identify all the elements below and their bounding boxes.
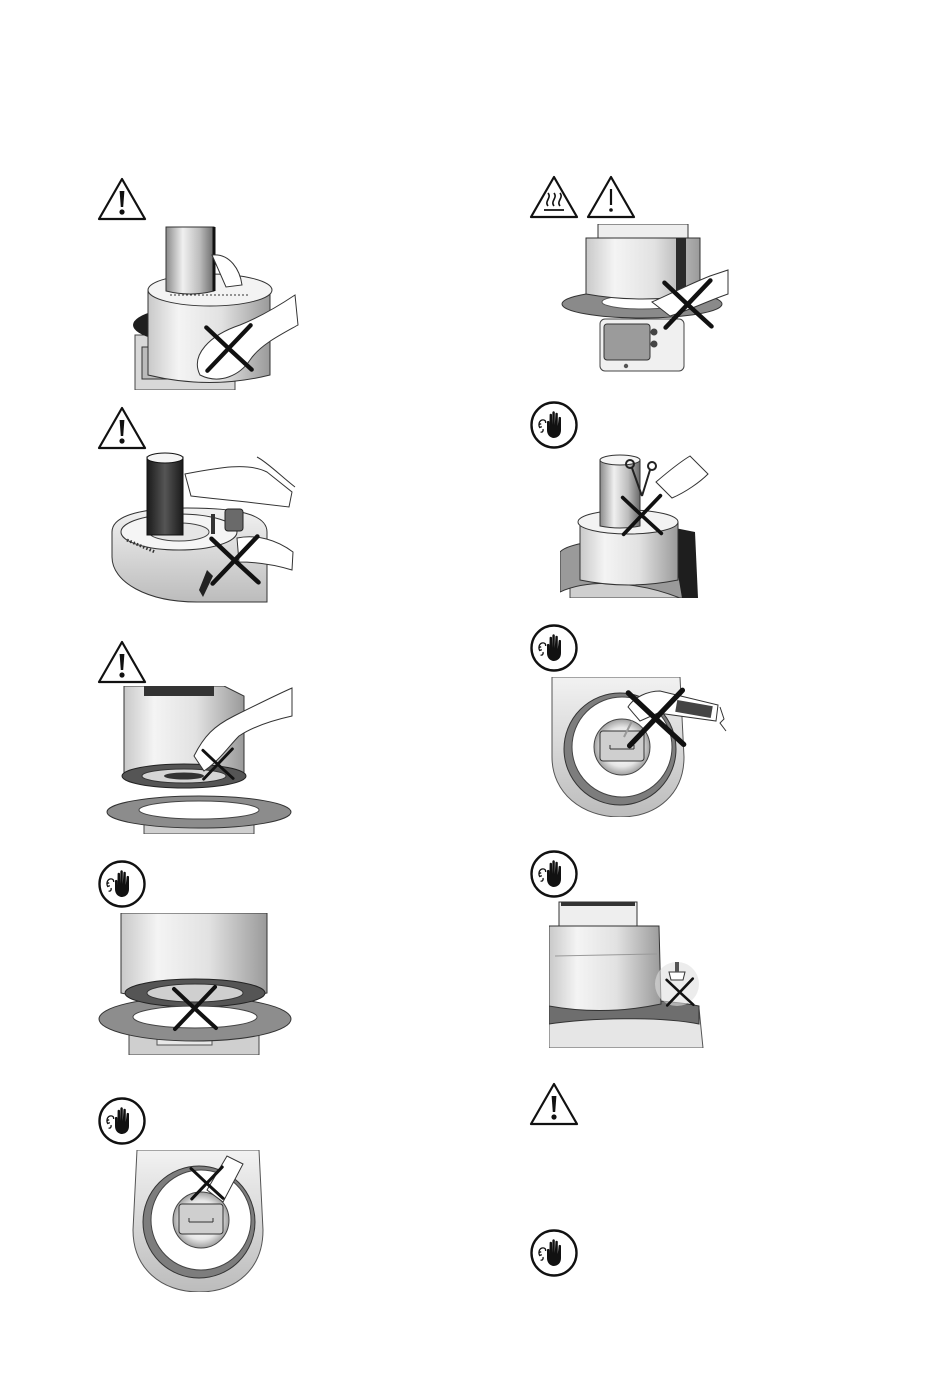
illustration-hand-on-hot-plate	[560, 224, 730, 372]
stop-hand-icon	[97, 1096, 147, 1146]
warning-icon	[97, 406, 147, 450]
illustration-object-near-hood-base	[549, 900, 713, 1048]
illustration-hand-on-hood	[130, 225, 300, 390]
stop-hand-icon	[529, 1228, 579, 1278]
stop-hand-icon	[529, 400, 579, 450]
warning-icon	[529, 1082, 579, 1126]
warning-icon	[586, 175, 636, 219]
hot-surface-icon	[529, 175, 579, 219]
warning-icon	[97, 177, 147, 221]
stop-hand-icon	[529, 623, 579, 673]
stop-hand-icon	[97, 859, 147, 909]
warning-icon	[97, 640, 147, 684]
illustration-object-on-firing-plate	[97, 913, 293, 1055]
illustration-hand-in-chamber	[104, 686, 294, 834]
illustration-hand-near-hood-plug	[107, 452, 297, 612]
illustration-liquid-into-chamber	[548, 677, 730, 817]
illustration-scissors-near-cable	[560, 452, 710, 598]
illustration-finger-in-opening	[127, 1150, 269, 1292]
stop-hand-icon	[529, 849, 579, 899]
